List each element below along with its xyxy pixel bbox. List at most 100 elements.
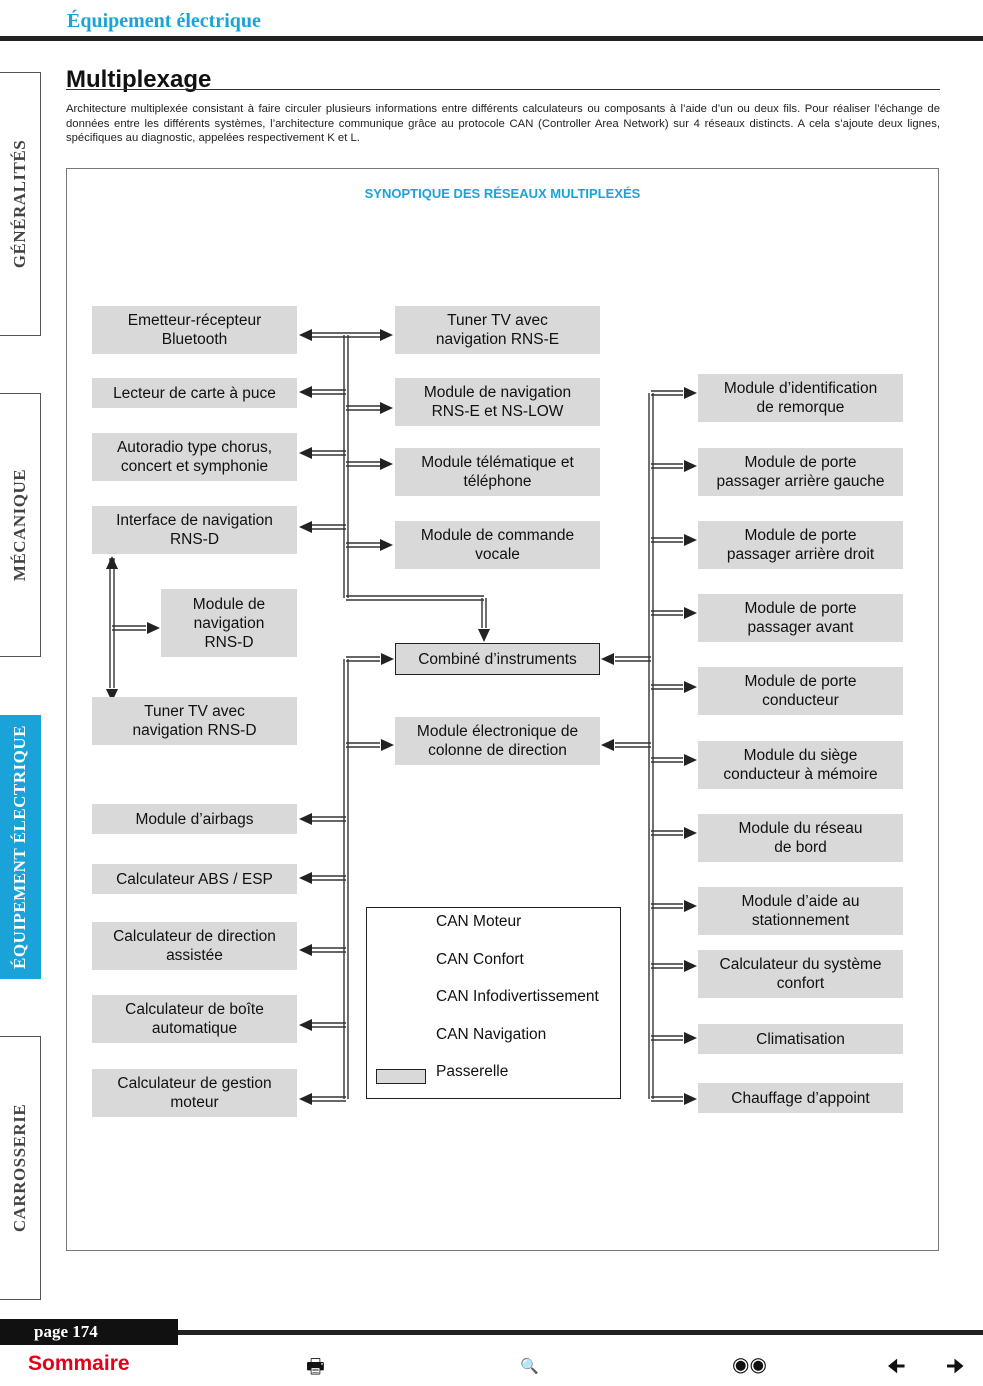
arrow-right-module <box>380 402 393 414</box>
tab-mecanique[interactable]: MÉCANIQUE <box>0 393 41 657</box>
comfort-branch <box>651 757 683 763</box>
tab-carrosserie[interactable]: CARROSSERIE <box>0 1036 41 1300</box>
module-comfort-system: Calculateur du système confort <box>698 950 903 998</box>
arrow-comfort-module <box>684 534 697 546</box>
module-abs: Calculateur ABS / ESP <box>92 864 297 894</box>
arrow-up-nav-interface <box>106 556 118 569</box>
module-gearbox: Calculateur de boîte automatique <box>92 995 297 1043</box>
comfort-branch <box>651 1035 683 1041</box>
legend-gateway-swatch <box>376 1069 426 1084</box>
section-title: Multiplexage <box>66 66 212 93</box>
comfort-branch <box>651 830 683 836</box>
arrow-engine-to-cluster <box>381 653 394 665</box>
diagram-frame <box>66 168 939 1251</box>
arrow-left-module <box>299 329 312 341</box>
comfort-branch <box>651 903 683 909</box>
diagram-legend <box>366 907 621 1099</box>
comfort-branch <box>651 463 683 469</box>
rnsd-link <box>109 558 115 688</box>
tab-equipement-electrique[interactable]: ÉQUIPEMENT ÉLECTRIQUE <box>0 715 41 979</box>
engine-branch <box>312 875 346 881</box>
arrow-comfort-module <box>684 1032 697 1044</box>
module-parking-aid: Module d’aide au stationnement <box>698 887 903 935</box>
bus-branch-right <box>346 405 380 411</box>
bus-branch-right <box>346 461 380 467</box>
engine-branch <box>312 947 346 953</box>
module-nav-rnsd: Module de navigation RNS-D <box>161 589 297 657</box>
legend-can-comfort: CAN Confort <box>436 951 524 968</box>
module-seat-memory: Module du siège conducteur à mémoire <box>698 741 903 789</box>
arrow-engine-module <box>299 813 312 825</box>
module-cluster-gateway: Combiné d’instruments <box>395 643 600 675</box>
module-bluetooth: Emetteur-récepteur Bluetooth <box>92 306 297 354</box>
summary-link[interactable]: Sommaire <box>28 1352 130 1375</box>
module-rear-left-door: Module de porte passager arrière gauche <box>698 448 903 496</box>
section-title-rule <box>66 89 940 90</box>
print-icon[interactable]: 🖶 <box>306 1356 325 1378</box>
arrow-comfort-module <box>684 387 697 399</box>
footer-rule <box>178 1330 983 1335</box>
diagram-title: SYNOPTIQUE DES RÉSEAUX MULTIPLEXÉS <box>364 186 641 201</box>
engine-branch <box>312 1022 346 1028</box>
arrow-down-tuner <box>106 689 118 702</box>
comfort-branch <box>651 963 683 969</box>
module-onboard-network: Module du réseau de bord <box>698 814 903 862</box>
comfort-branch <box>651 610 683 616</box>
comfort-branch <box>651 1096 683 1102</box>
module-engine: Calculateur de gestion moteur <box>92 1069 297 1117</box>
bus-branch-right <box>346 542 380 548</box>
arrow-comfort-to-column <box>601 739 614 751</box>
rnsd-branch <box>112 625 146 631</box>
arrow-comfort-module <box>684 681 697 693</box>
arrow-left-module <box>299 386 312 398</box>
module-power-steering: Calculateur de direction assistée <box>92 922 297 970</box>
module-tuner-rnsd: Tuner TV avec navigation RNS-D <box>92 697 297 745</box>
legend-gateway: Passerelle <box>436 1063 509 1080</box>
engine-bus-to-cluster <box>346 656 380 662</box>
page-number: page 174 <box>34 1322 98 1341</box>
bus-branch-right <box>346 332 380 338</box>
arrow-right-module <box>380 458 393 470</box>
arrow-left-module <box>299 447 312 459</box>
bus-branch-left <box>312 450 346 456</box>
search-icon[interactable]: ◉◉ <box>732 1354 767 1376</box>
arrow-to-column <box>381 739 394 751</box>
page-number-badge: page 174 <box>0 1319 178 1345</box>
comfort-branch <box>651 390 683 396</box>
arrow-comfort-module <box>684 960 697 972</box>
module-airbags: Module d’airbags <box>92 804 297 834</box>
comfort-to-column <box>615 742 651 748</box>
engine-bus-to-column <box>346 742 380 748</box>
bus-branch-left <box>312 524 346 530</box>
forward-arrow-icon[interactable]: 🠊 <box>946 1356 965 1378</box>
comfort-branch <box>651 537 683 543</box>
comfort-bus <box>648 393 654 1099</box>
header-rule <box>0 36 983 41</box>
legend-can-navigation: CAN Navigation <box>436 1026 547 1043</box>
module-steering-column: Module électronique de colonne de direct… <box>395 717 600 765</box>
arrow-right-module <box>380 539 393 551</box>
module-telematics: Module télématique et téléphone <box>395 448 600 496</box>
back-arrow-icon[interactable]: 🠈 <box>887 1356 906 1378</box>
tab-generalites[interactable]: GÉNÉRALITÉS <box>0 72 41 336</box>
engine-bus <box>343 659 349 1099</box>
bus-branch-left <box>312 332 346 338</box>
module-climate: Climatisation <box>698 1024 903 1054</box>
legend-can-infotainment: CAN Infodivertissement <box>436 988 599 1005</box>
arrow-engine-module <box>299 944 312 956</box>
infotainment-bus-to-cluster <box>346 595 484 601</box>
arrow-engine-module <box>299 872 312 884</box>
module-driver-door: Module de porte conducteur <box>698 667 903 715</box>
arrow-comfort-module <box>684 1093 697 1105</box>
comfort-branch <box>651 684 683 690</box>
arrow-comfort-module <box>684 900 697 912</box>
arrow-engine-module <box>299 1093 312 1105</box>
module-autoradio: Autoradio type chorus, concert et sympho… <box>92 433 297 481</box>
bus-branch-left <box>312 389 346 395</box>
arrow-to-nav-rnsd <box>147 622 160 634</box>
engine-branch <box>312 816 346 822</box>
arrow-engine-module <box>299 1019 312 1031</box>
preview-icon[interactable]: 🔍 <box>520 1358 539 1375</box>
arrow-comfort-module <box>684 754 697 766</box>
arrow-left-module <box>299 521 312 533</box>
